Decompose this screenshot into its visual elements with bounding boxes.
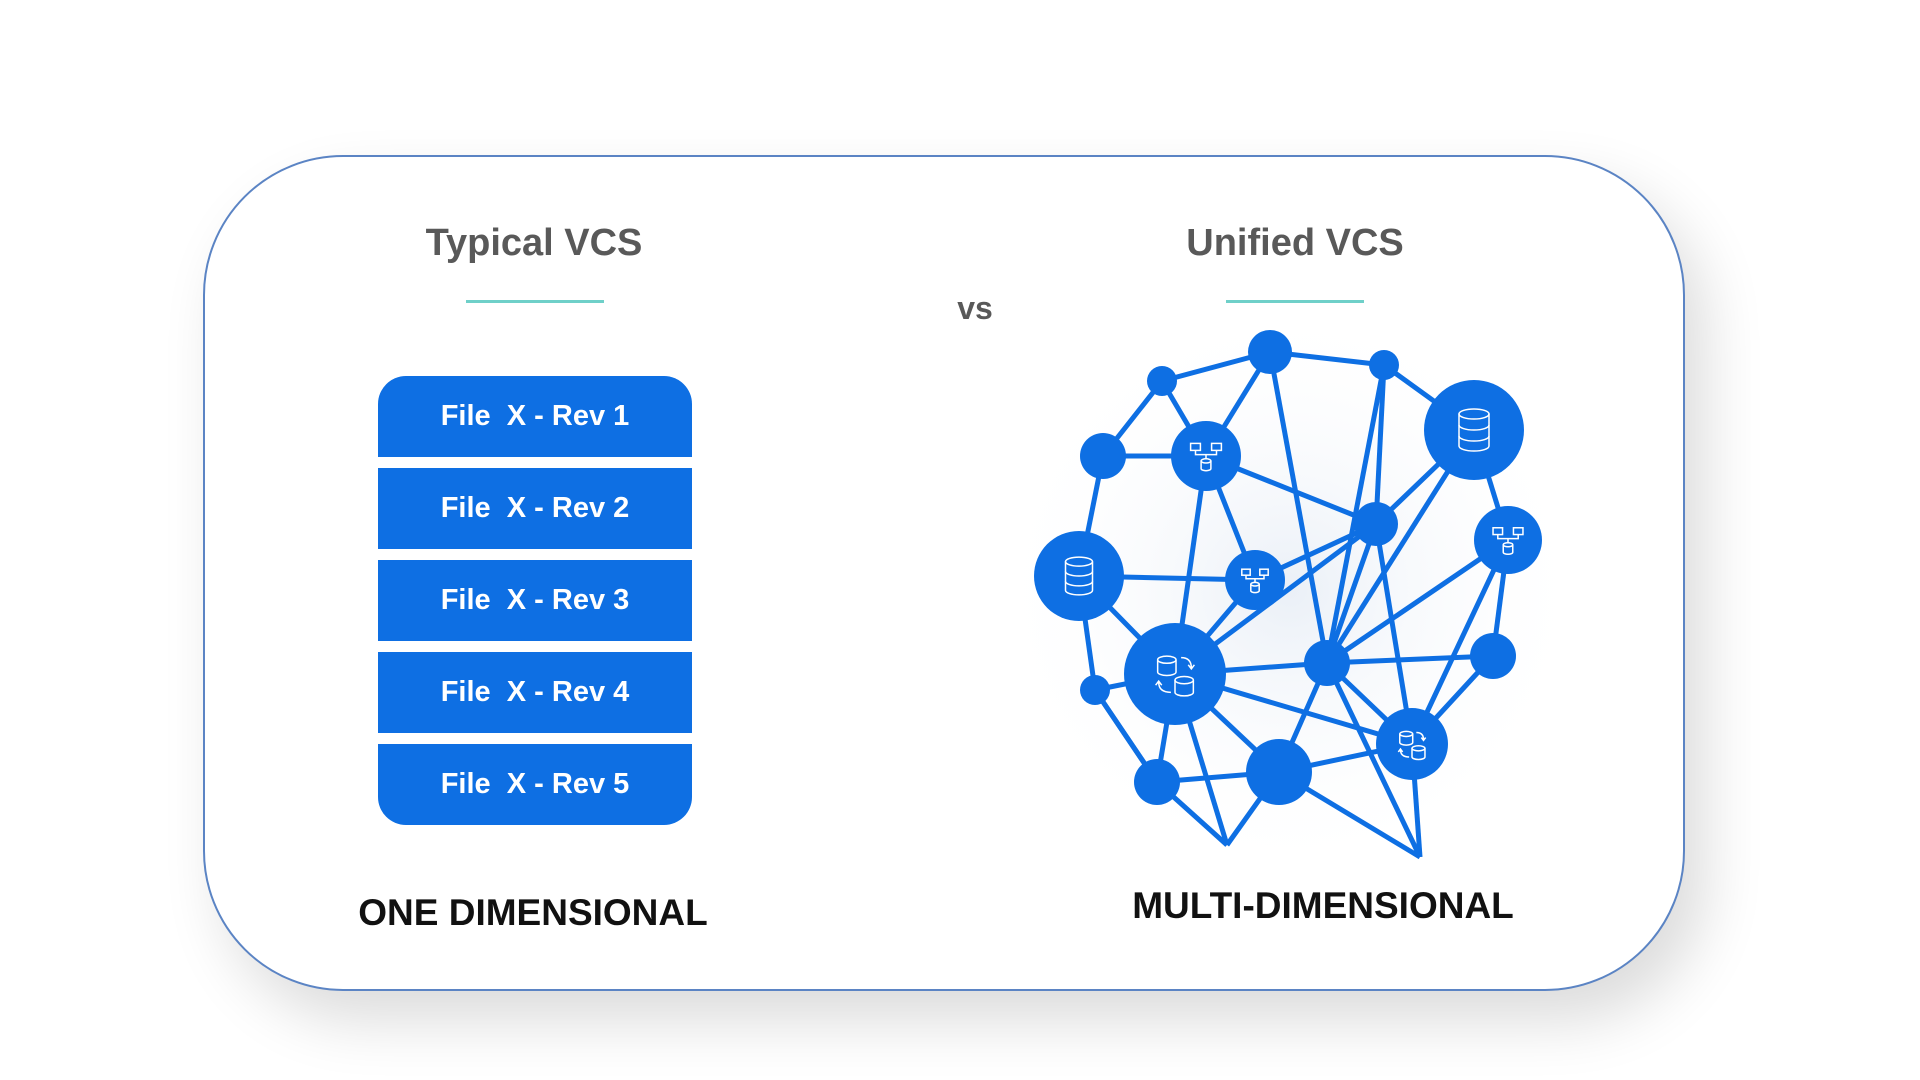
revision-block: File X - Rev 5	[378, 744, 692, 825]
unified-vcs-underline	[1226, 300, 1364, 303]
revision-block: File X - Rev 2	[378, 468, 692, 549]
typical-vcs-heading: Typical VCS	[425, 222, 643, 264]
revision-block: File X - Rev 1	[378, 376, 692, 457]
revision-stack: File X - Rev 1 File X - Rev 2 File X - R…	[378, 376, 692, 825]
revision-block: File X - Rev 3	[378, 560, 692, 641]
unified-vcs-heading: Unified VCS	[1186, 222, 1404, 264]
typical-vcs-underline	[466, 300, 604, 303]
multi-dimensional-caption: MULTI-DIMENSIONAL	[1132, 885, 1514, 926]
one-dimensional-caption: ONE DIMENSIONAL	[358, 892, 708, 933]
revision-block: File X - Rev 4	[378, 652, 692, 733]
versus-label: vs	[957, 290, 993, 326]
